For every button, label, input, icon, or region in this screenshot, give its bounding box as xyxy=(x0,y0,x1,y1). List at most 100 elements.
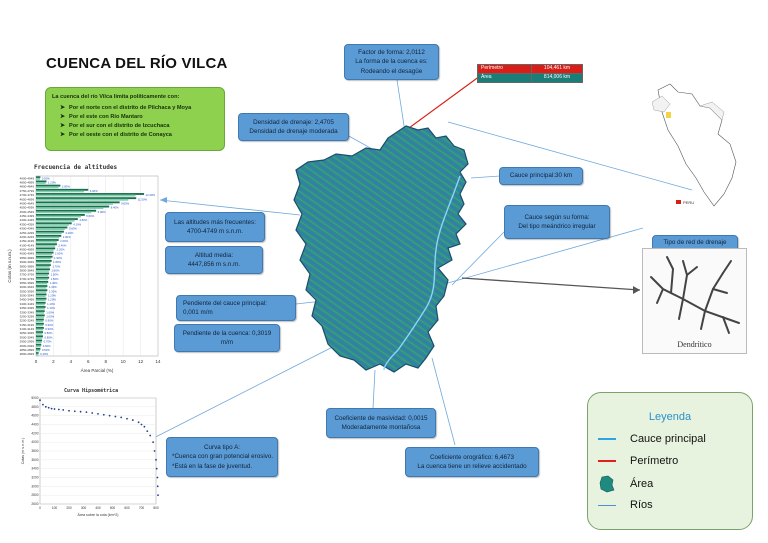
data-label: 1.80% xyxy=(53,260,61,264)
category-label: 4050-4099 xyxy=(20,248,35,252)
legend-item: Área xyxy=(598,475,653,493)
category-label: 4800-4849 xyxy=(20,185,35,189)
category-label: 4900-4949 xyxy=(20,176,35,180)
main-channel xyxy=(383,175,461,371)
data-point xyxy=(50,407,53,410)
orografico-box: Coeficiente orográfico: 6,4673 La cuenca… xyxy=(405,447,539,477)
connector-drenaje xyxy=(461,277,641,291)
data-label: 0.80% xyxy=(44,335,52,339)
y-tick-label: 4600 xyxy=(31,414,38,418)
connector-perimetro xyxy=(408,75,481,129)
data-label: 0.90% xyxy=(45,323,53,327)
data-point xyxy=(137,421,140,424)
data-point xyxy=(68,409,70,412)
data-point xyxy=(44,405,47,408)
bar-light xyxy=(36,249,54,251)
bar-light xyxy=(36,194,136,197)
area-swatch xyxy=(599,475,615,493)
cauce-principal-box: Cauce principal:30 km xyxy=(499,167,583,185)
data-label: 5.60% xyxy=(86,214,94,218)
category-label: 4000-4049 xyxy=(20,252,35,256)
cauce-swatch xyxy=(598,438,616,440)
factor-forma-box: Factor de forma: 2,0112 La forma de la c… xyxy=(344,44,439,80)
frequency-chart-title: Frecuencia de altitudes xyxy=(34,164,118,171)
branch xyxy=(656,288,664,304)
bar-dark xyxy=(36,255,53,258)
branch xyxy=(712,288,728,294)
bar-light xyxy=(36,290,47,293)
data-label: 0.70% xyxy=(44,340,52,344)
data-point xyxy=(91,412,94,414)
bar-dark xyxy=(36,331,43,334)
legend-item: Cauce principal xyxy=(598,433,706,445)
category-label: 4750-4799 xyxy=(20,189,35,193)
category-label: 4300-4349 xyxy=(20,227,35,231)
connector-altitudes xyxy=(159,199,301,216)
category-label: 3450-3499 xyxy=(20,298,35,302)
bar-light xyxy=(36,311,45,314)
bar-light xyxy=(36,244,56,247)
legend-label: Ríos xyxy=(630,499,653,511)
peru-location-map: PERU xyxy=(652,83,737,207)
data-label: 4.10% xyxy=(73,222,81,226)
x-tick-label: 2 xyxy=(52,359,55,364)
category-label: 3500-3549 xyxy=(20,294,35,298)
x-tick-label: 300 xyxy=(81,506,87,510)
category-label: 4350-4399 xyxy=(20,222,35,226)
limit-item: Por el norte con el distrito de Pilchaca… xyxy=(60,104,224,111)
category-label: 3100-3149 xyxy=(20,327,35,331)
bar-dark xyxy=(36,306,46,308)
category-label: 3900-3949 xyxy=(20,260,35,264)
bar-light xyxy=(36,299,46,302)
data-label: 3.60% xyxy=(69,227,77,231)
bar-dark xyxy=(36,276,50,279)
bar-dark xyxy=(36,268,50,271)
category-label: 4600-4649 xyxy=(20,201,35,205)
trunk xyxy=(650,276,740,324)
legend-item: Ríos xyxy=(598,499,653,511)
data-label: 1.60% xyxy=(51,268,59,272)
x-tick-label: 8 xyxy=(104,359,107,364)
hypsometric-plot: 2600280030003200340036003800400042004400… xyxy=(21,396,159,517)
bar-dark xyxy=(36,352,39,354)
data-point xyxy=(120,416,123,419)
arrowhead xyxy=(160,197,167,203)
bar-dark xyxy=(36,335,43,338)
bar-dark xyxy=(36,314,45,317)
data-label: 1.10% xyxy=(47,306,55,310)
data-label: 2.80% xyxy=(62,185,70,189)
data-point xyxy=(97,413,99,415)
box-line: Rodeando el desagüe xyxy=(360,67,423,75)
data-label: 9.60% xyxy=(121,201,129,205)
category-label: 3400-3449 xyxy=(20,302,35,306)
bar-light xyxy=(36,177,41,180)
data-point xyxy=(152,441,155,444)
y-tick-label: 3600 xyxy=(31,458,38,462)
y-axis-label: Cotas (m s.n.m.) xyxy=(7,249,12,283)
category-label: 3000-3049 xyxy=(20,335,35,339)
data-point xyxy=(108,414,111,417)
data-label: 2.00% xyxy=(55,252,63,256)
data-point xyxy=(114,415,117,418)
connector-cauce xyxy=(470,175,501,179)
bar-light xyxy=(36,295,46,297)
data-label: 1.00% xyxy=(46,310,54,314)
table-cell: 104,461 km xyxy=(531,65,582,73)
legend: Leyenda Cauce principal Perímetro Área R… xyxy=(587,392,753,530)
category-label: 3750-3799 xyxy=(20,273,35,277)
branch xyxy=(722,316,730,334)
bar-dark xyxy=(36,209,97,212)
data-point xyxy=(156,476,159,479)
data-point xyxy=(146,430,149,433)
category-label: 3250-3299 xyxy=(20,314,35,318)
limit-item: Por el sur con el distrito de Izcuchaca xyxy=(60,122,224,129)
bar-dark xyxy=(36,251,54,254)
category-label: 3600-3649 xyxy=(20,285,35,289)
connector-masividad xyxy=(372,369,376,409)
bar-dark xyxy=(36,289,48,292)
bar-light xyxy=(36,211,92,214)
bar-dark xyxy=(36,205,110,208)
category-label: 4200-4249 xyxy=(20,235,35,239)
